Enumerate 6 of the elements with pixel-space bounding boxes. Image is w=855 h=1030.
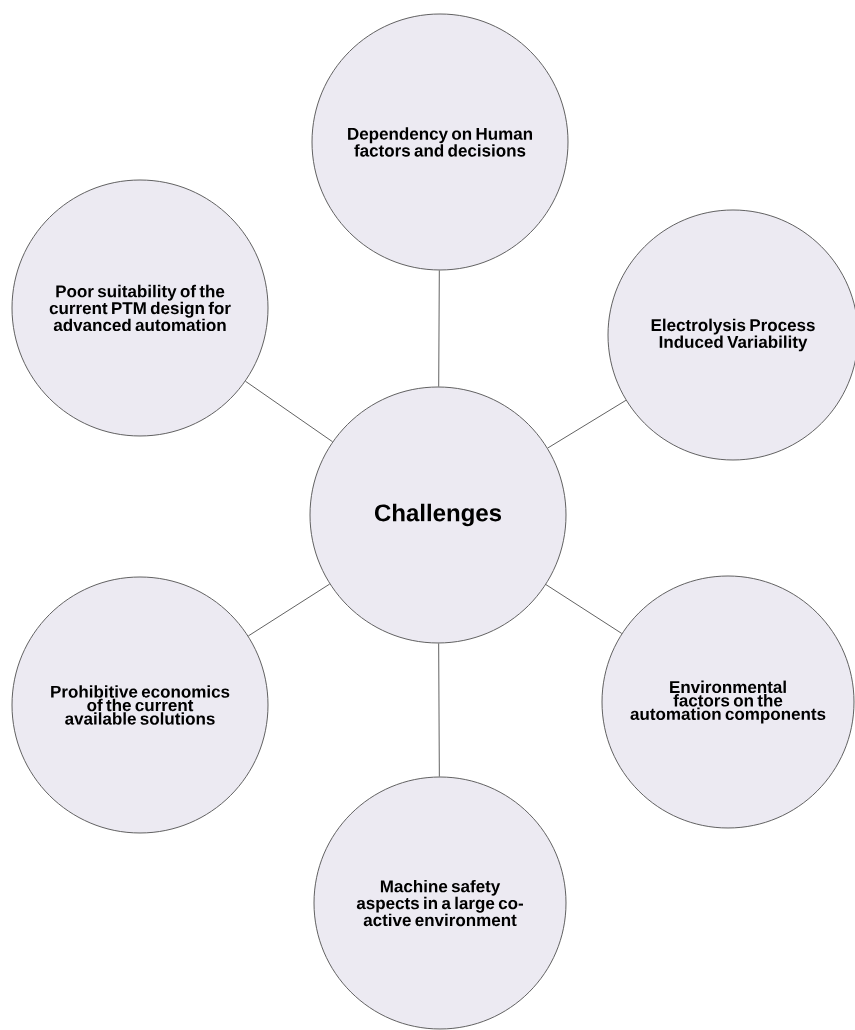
connector-line <box>547 399 627 449</box>
connector-line <box>438 643 440 777</box>
connector-line <box>438 270 440 387</box>
connector-line <box>245 380 333 443</box>
connector-line <box>545 584 623 634</box>
connector-line <box>247 583 331 637</box>
